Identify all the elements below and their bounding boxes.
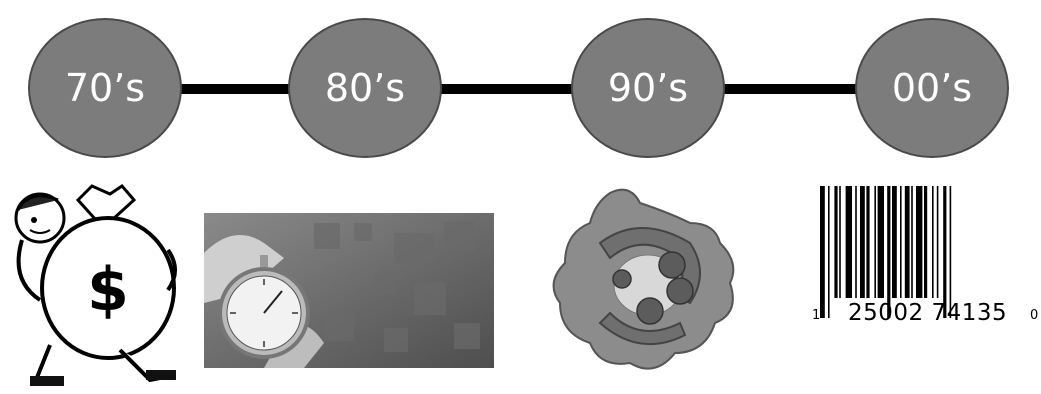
- barcode-bar: [839, 186, 841, 298]
- barcode-bar: [828, 186, 830, 318]
- barcode-bar: [904, 186, 910, 298]
- barcode-bar: [924, 186, 928, 298]
- node-label: 90’s: [607, 66, 689, 110]
- stopwatch-icon: [204, 213, 494, 368]
- barcode-digits: 25002 74135: [848, 300, 1008, 326]
- node-label: 80’s: [324, 66, 406, 110]
- barcode-bar: [855, 186, 857, 298]
- barcode-bar: [866, 186, 870, 298]
- barcode-bar: [916, 186, 923, 298]
- timeline-node-90s: 90’s: [571, 18, 725, 158]
- barcode-bar: [932, 186, 934, 298]
- barcode-bar: [936, 186, 939, 298]
- barcode-icon: 1 25002 74135 0: [812, 182, 1040, 332]
- barcode-right-digit: 0: [1030, 308, 1039, 323]
- barcode-bar: [943, 186, 947, 318]
- barcode-bar: [911, 186, 913, 298]
- barcode-bar: [887, 186, 891, 318]
- barcode-bar: [820, 186, 825, 318]
- barcode-bar: [892, 186, 897, 298]
- barcode-bar: [834, 186, 838, 298]
- timeline-node-80s: 80’s: [288, 18, 442, 158]
- molecule-icon: [552, 188, 735, 370]
- timeline-node-00s: 00’s: [855, 18, 1009, 158]
- node-label: 00’s: [891, 66, 973, 110]
- barcode-bar: [874, 186, 876, 298]
- dollar-sign: $: [87, 255, 129, 325]
- barcode-bars: [820, 186, 952, 318]
- node-label: 70’s: [64, 66, 146, 110]
- timeline-node-70s: 70’s: [28, 18, 182, 158]
- money-bag-icon: $: [14, 184, 177, 386]
- barcode-left-digit: 1: [812, 308, 821, 323]
- barcode-bar: [900, 186, 902, 298]
- barcode-bar: [949, 186, 952, 318]
- barcode-bar: [845, 186, 852, 298]
- timeline-line: [100, 84, 930, 94]
- barcode-bar: [877, 186, 884, 298]
- barcode-bar: [860, 186, 865, 298]
